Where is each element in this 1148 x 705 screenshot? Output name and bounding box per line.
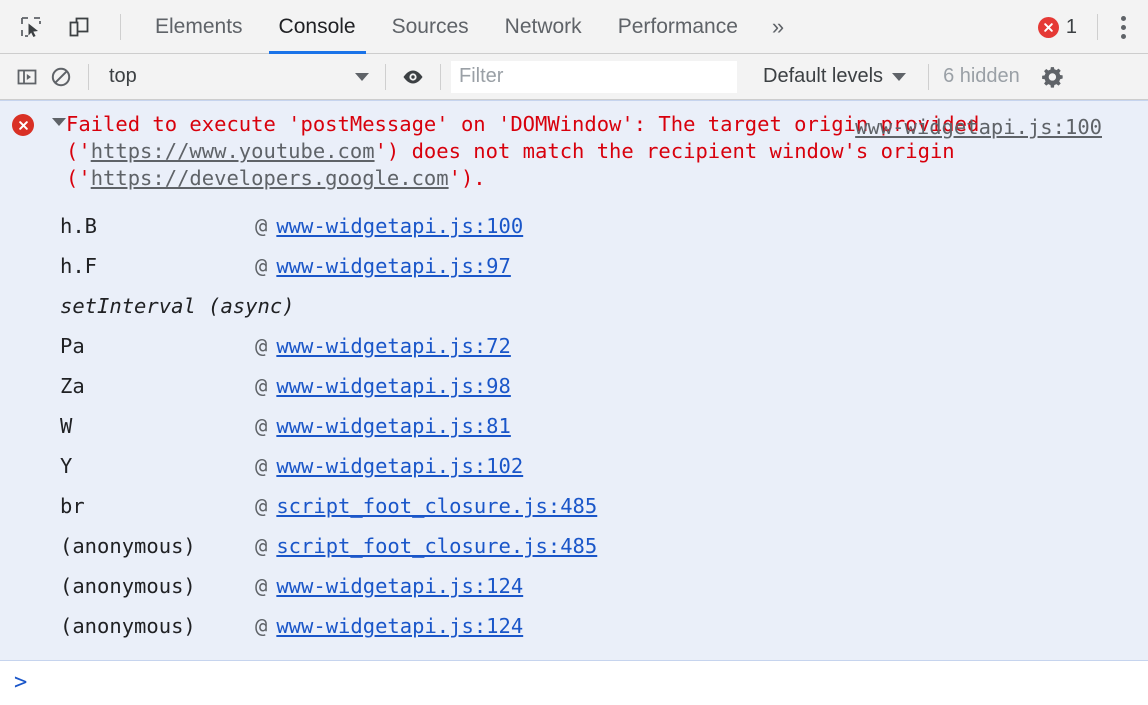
stack-frame-link[interactable]: script_foot_closure.js:485 [276,494,598,518]
console-error-header: Failed to execute 'postMessage' on 'DOMW… [0,101,1148,198]
stack-frame-function: (anonymous) [60,574,196,598]
console-sidebar-icon[interactable] [10,60,44,94]
stack-frame: h.F @ www-widgetapi.js:97 [0,246,1148,286]
stack-frame: (anonymous) @ www-widgetapi.js:124 [0,606,1148,646]
stack-frame-at: @ [255,454,268,478]
error-count-badge[interactable]: 1 [1037,15,1087,39]
console-error-entry[interactable]: Failed to execute 'postMessage' on 'DOMW… [0,100,1148,661]
log-levels-label: Default levels [763,65,884,87]
panel-tabs: Elements Console Sources Network Perform… [137,0,800,54]
stack-frame-at: @ [255,374,268,398]
stack-frame-function: setInterval (async) [60,294,295,318]
console-prompt[interactable]: > [0,661,1148,705]
execution-context-dropdown[interactable]: top [99,61,375,93]
console-prompt-input[interactable] [27,669,1148,697]
stack-frame-function: W [60,414,73,438]
stack-frame-link[interactable]: www-widgetapi.js:124 [276,574,524,598]
stack-frame-link[interactable]: www-widgetapi.js:124 [276,614,524,638]
tab-network-label: Network [504,14,582,38]
stack-frame-async-marker: setInterval (async) [0,286,1148,326]
hidden-messages-count: 6 hidden [943,65,1020,87]
clear-console-icon[interactable] [44,60,78,94]
error-message-part: ') does not match the recipient window's… [66,139,967,190]
stack-frame-at: @ [255,214,268,238]
inspect-element-icon[interactable] [14,10,48,44]
error-count-label: 1 [1065,15,1077,38]
stack-frame-at: @ [255,494,268,518]
stack-frame-link[interactable]: www-widgetapi.js:81 [276,414,511,438]
chevron-down-icon [892,72,907,81]
stack-frame-link[interactable]: www-widgetapi.js:100 [276,214,524,238]
tabbar-divider [120,13,121,40]
console-error-stack-trace: h.B @ www-widgetapi.js:100 h.F @ www-wid… [0,198,1148,660]
error-circle-icon [1037,16,1059,38]
stack-frame-at: @ [255,334,268,358]
error-circle-icon [12,114,34,136]
stack-frame-link[interactable]: www-widgetapi.js:98 [276,374,511,398]
stack-frame-function: Za [60,374,85,398]
gear-icon[interactable] [1036,60,1070,94]
tabbar-right-divider [1097,14,1098,40]
console-toolbar-divider-3 [440,63,441,90]
more-tabs-chevron-icon[interactable]: » [756,0,800,54]
filter-input[interactable] [451,60,737,93]
console-toolbar-divider-1 [88,63,89,90]
stack-frame-function: (anonymous) [60,614,196,638]
live-expression-eye-icon[interactable] [396,60,430,94]
more-tabs-glyph: » [771,13,785,39]
stack-frame-function: h.F [60,254,98,278]
console-error-message: Failed to execute 'postMessage' on 'DOMW… [66,111,1088,192]
stack-frame-function: (anonymous) [60,534,196,558]
tab-network[interactable]: Network [487,0,600,54]
error-message-url[interactable]: https://developers.google.com [90,166,449,190]
disclosure-triangle-icon[interactable] [52,118,66,126]
stack-frame-function: Y [60,454,73,478]
tab-elements[interactable]: Elements [137,0,261,54]
stack-frame-at: @ [255,574,268,598]
tab-sources-label: Sources [391,14,469,38]
tab-console[interactable]: Console [261,0,374,54]
console-toolbar-divider-2 [385,63,386,90]
execution-context-label: top [109,65,137,87]
stack-frame-link[interactable]: www-widgetapi.js:102 [276,454,524,478]
error-message-part: '). [448,166,486,190]
stack-frame-function: Pa [60,334,85,358]
stack-frame-link[interactable]: www-widgetapi.js:72 [276,334,511,358]
tab-performance-label: Performance [617,14,738,38]
tab-performance[interactable]: Performance [600,0,756,54]
tab-sources[interactable]: Sources [374,0,487,54]
stack-frame: Za @ www-widgetapi.js:98 [0,366,1148,406]
tabbar-tool-icons [0,10,131,44]
stack-frame-function: br [60,494,85,518]
stack-frame: br @ script_foot_closure.js:485 [0,486,1148,526]
console-toolbar: top Default levels 6 hidden [0,54,1148,100]
device-toolbar-icon[interactable] [62,10,96,44]
stack-frame-link[interactable]: www-widgetapi.js:97 [276,254,511,278]
stack-frame-at: @ [255,534,268,558]
stack-frame-link[interactable]: script_foot_closure.js:485 [276,534,598,558]
chevron-down-icon [355,72,369,81]
stack-frame: Y @ www-widgetapi.js:102 [0,446,1148,486]
kebab-menu-icon[interactable] [1108,10,1138,44]
devtools-tabbar: Elements Console Sources Network Perform… [0,0,1148,54]
stack-frame: (anonymous) @ www-widgetapi.js:124 [0,566,1148,606]
tabbar-right-group: 1 [1037,0,1138,54]
stack-frame-at: @ [255,614,268,638]
stack-frame: h.B @ www-widgetapi.js:100 [0,206,1148,246]
error-source-link[interactable]: www-widgetapi.js:100 [855,115,1102,139]
tab-elements-label: Elements [155,14,243,38]
stack-frame-at: @ [255,254,268,278]
error-message-part: Failed to execute 'postMessage' on 'DOMW… [66,112,992,163]
log-levels-dropdown[interactable]: Default levels [751,65,918,88]
console-toolbar-divider-4 [928,63,930,90]
stack-frame-function: h.B [60,214,98,238]
prompt-chevron-icon: > [14,670,28,695]
stack-frame: W @ www-widgetapi.js:81 [0,406,1148,446]
stack-frame: (anonymous) @ script_foot_closure.js:485 [0,526,1148,566]
console-message-area[interactable]: Failed to execute 'postMessage' on 'DOMW… [0,100,1148,705]
stack-frame: Pa @ www-widgetapi.js:72 [0,326,1148,366]
tab-console-label: Console [278,14,356,38]
error-message-url[interactable]: https://www.youtube.com [90,139,375,163]
stack-frame-at: @ [255,414,268,438]
